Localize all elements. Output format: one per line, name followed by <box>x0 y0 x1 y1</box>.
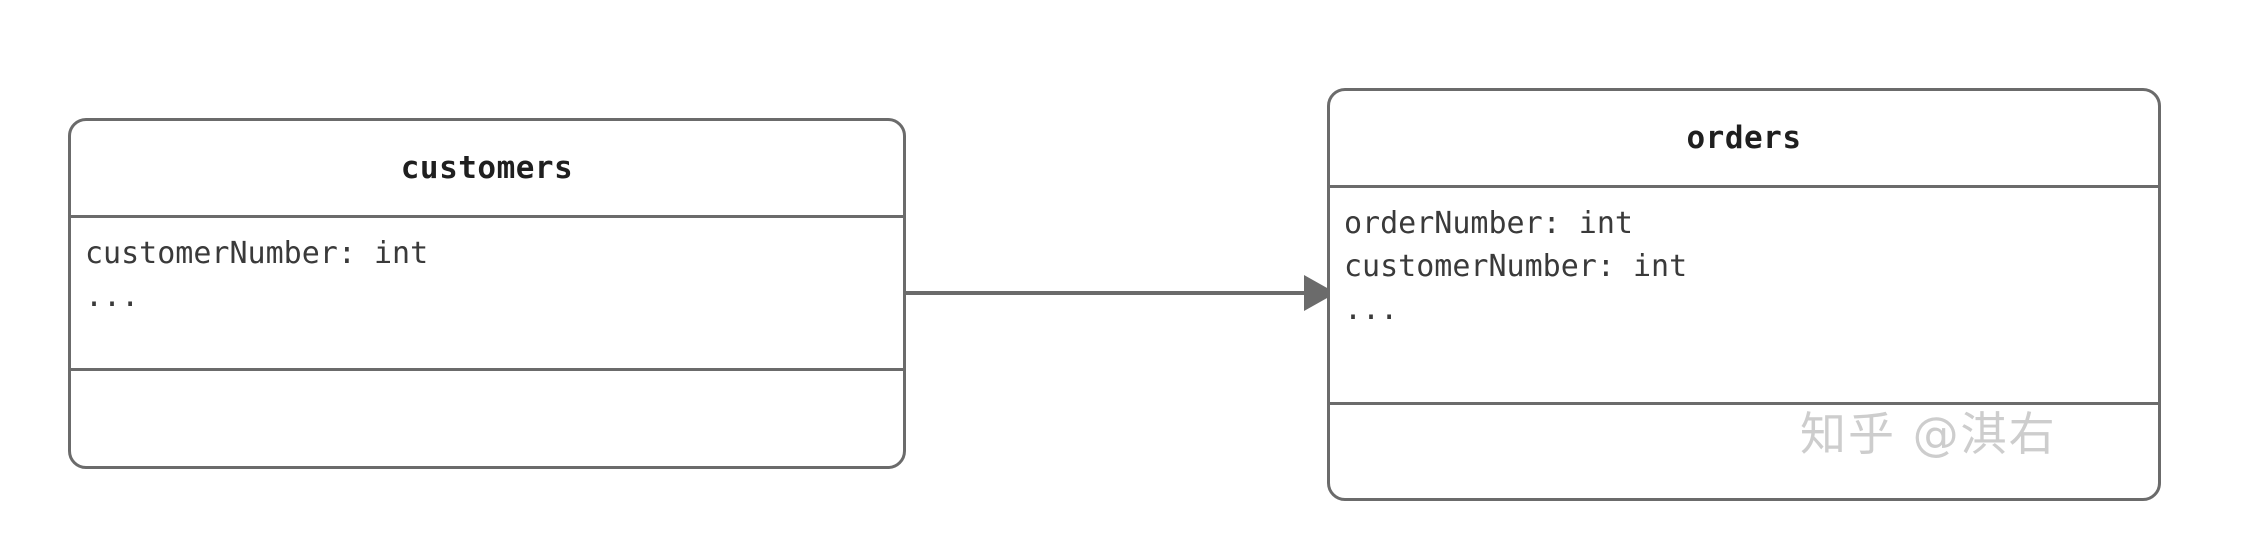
uml-attribute-ellipsis: ... <box>85 279 140 314</box>
uml-methods-customers <box>71 371 903 466</box>
uml-attribute: orderNumber: int <box>1344 206 1633 241</box>
uml-class-orders[interactable]: orders orderNumber: int customerNumber: … <box>1327 88 2161 501</box>
relationship-arrow-customers-to-orders <box>905 275 1336 311</box>
uml-methods-orders <box>1330 405 2158 498</box>
uml-attributes-orders: orderNumber: int customerNumber: int ... <box>1330 188 2158 405</box>
uml-attribute-ellipsis: ... <box>1344 292 1399 327</box>
uml-class-title-customers: customers <box>71 121 903 218</box>
arrowhead-filled-triangle-icon <box>1304 275 1336 311</box>
uml-attribute: customerNumber: int <box>1344 249 1688 284</box>
uml-attribute: customerNumber: int <box>85 236 429 271</box>
uml-class-customers[interactable]: customers customerNumber: int ... <box>68 118 906 469</box>
uml-attributes-customers: customerNumber: int ... <box>71 218 903 371</box>
uml-class-title-orders: orders <box>1330 91 2158 188</box>
